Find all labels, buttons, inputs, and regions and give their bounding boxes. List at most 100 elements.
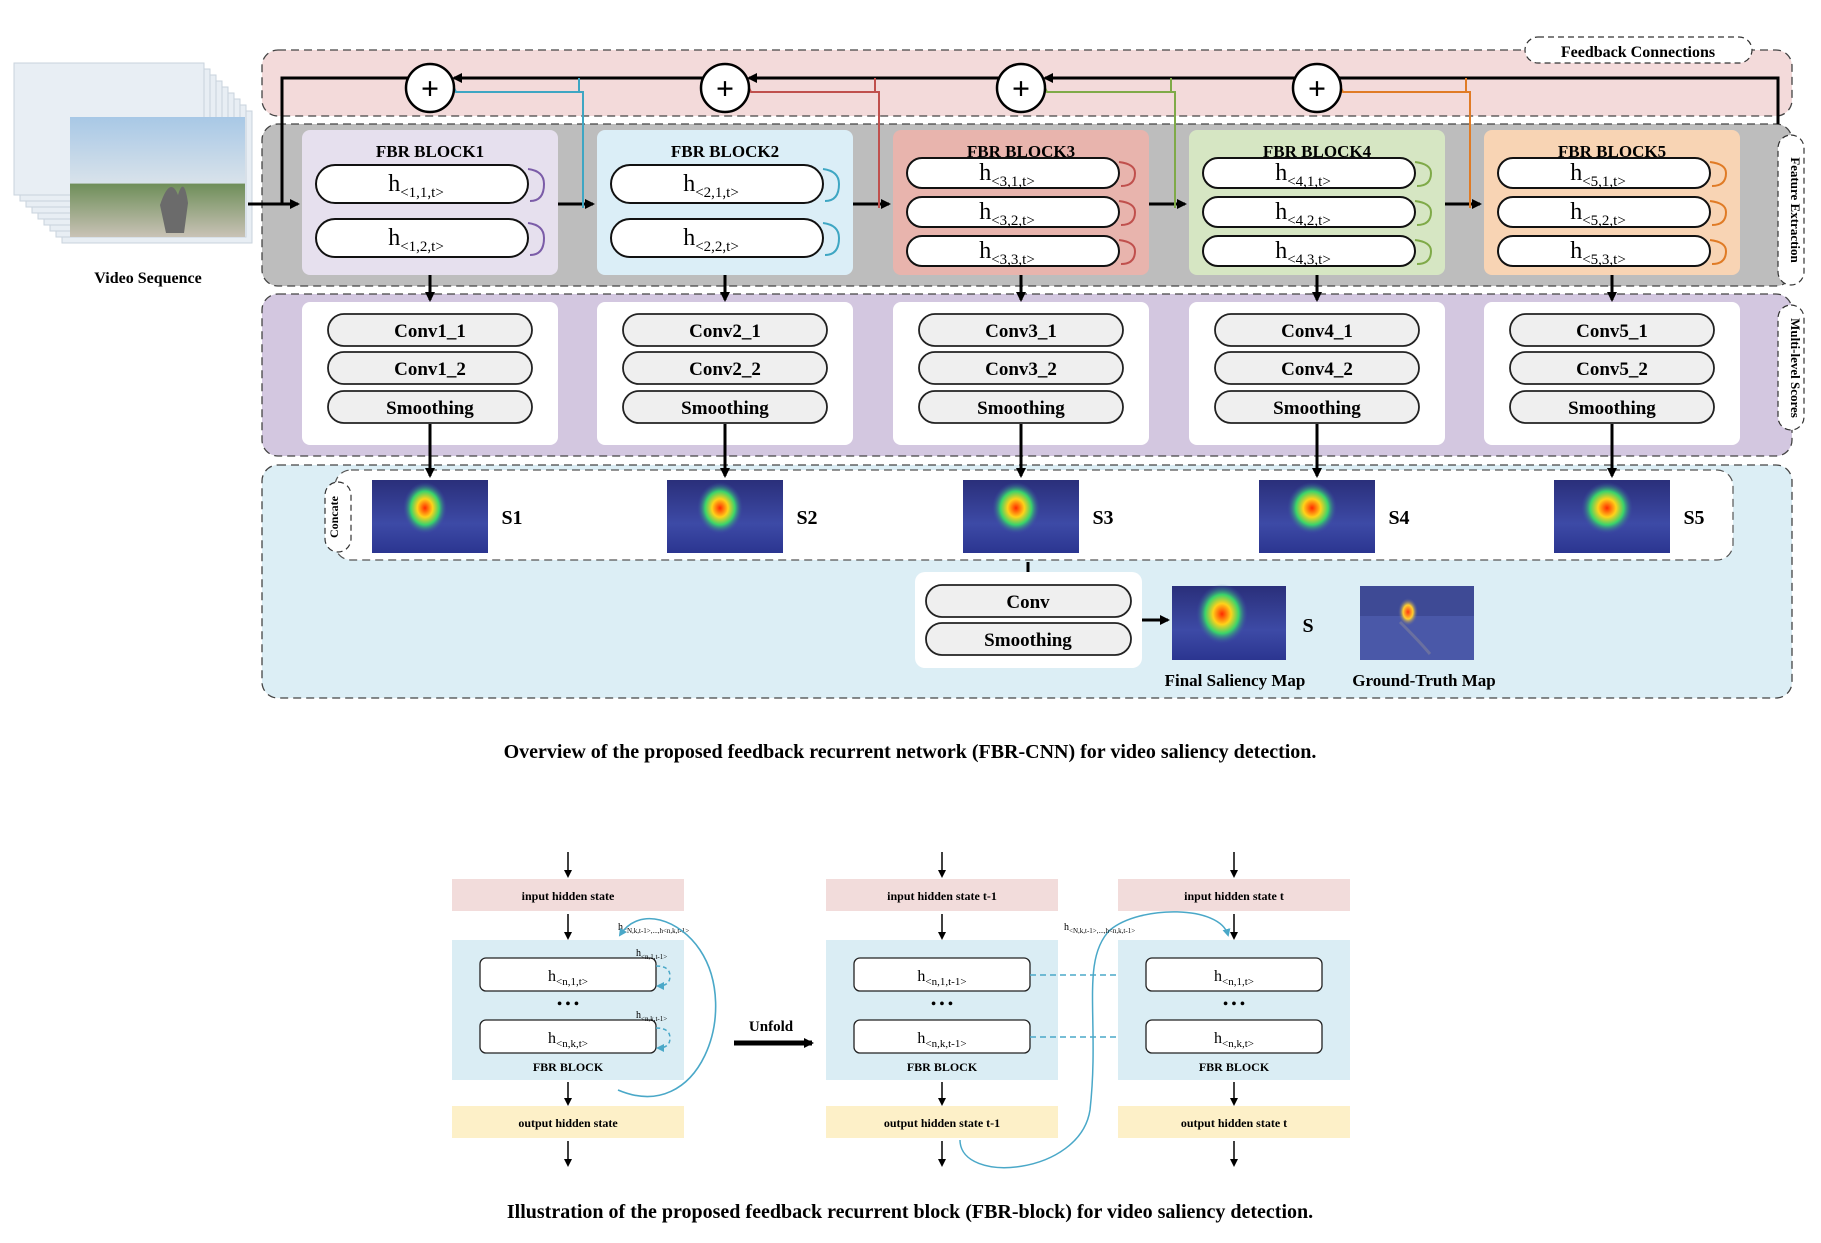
top-caption: Overview of the proposed feedback recurr… xyxy=(504,741,1317,763)
right-input-label: input hidden state t xyxy=(1184,889,1284,903)
score-map-label: S1 xyxy=(501,507,522,529)
score-op-label: Conv3_2 xyxy=(985,359,1057,380)
score-map-image xyxy=(1554,480,1670,553)
score-op-label: Conv1_1 xyxy=(394,321,466,342)
video-sequence-stack xyxy=(13,62,253,244)
mid-output-hidden-state xyxy=(826,1106,1058,1138)
final-saliency-map-label: Final Saliency Map xyxy=(1165,671,1306,690)
score-map-image xyxy=(667,480,783,553)
score-op-box xyxy=(1214,351,1420,385)
score-op-label: Conv5_2 xyxy=(1576,359,1648,380)
hidden-state-box xyxy=(610,164,824,204)
score-op-box xyxy=(1214,313,1420,347)
right-fbr-label: FBR BLOCK xyxy=(1199,1060,1270,1074)
score-op-box xyxy=(622,313,828,347)
bottom-caption: Illustration of the proposed feedback re… xyxy=(507,1201,1313,1223)
score-op-label: Smoothing xyxy=(681,398,769,419)
score-op-box xyxy=(1509,351,1715,385)
score-op-box xyxy=(327,313,533,347)
fbr-block-4: FBR BLOCK4h<4,1,t>h<4,2,t>h<4,3,t>Conv4_… xyxy=(1042,78,1482,553)
video-sequence-label: Video Sequence xyxy=(94,270,201,287)
fbr-block-2: FBR BLOCK2h<2,1,t>h<2,2,t>Conv2_1Conv2_2… xyxy=(451,78,891,553)
left-input-label: input hidden state xyxy=(522,889,615,903)
score-map-label: S5 xyxy=(1683,507,1704,529)
score-op-box xyxy=(622,351,828,385)
score-map-label: S3 xyxy=(1092,507,1113,529)
score-op-label: Smoothing xyxy=(1273,398,1361,419)
score-op-label: Smoothing xyxy=(977,398,1065,419)
mid-dots: • • • xyxy=(931,997,953,1012)
feature-extraction-tag xyxy=(1777,134,1805,286)
score-map-label: S2 xyxy=(796,507,817,529)
fbr-block-title: FBR BLOCK4 xyxy=(1263,142,1372,161)
score-op-label: Conv4_1 xyxy=(1281,321,1353,342)
hidden-state-box xyxy=(1202,235,1416,267)
score-map-label: S4 xyxy=(1388,507,1409,529)
score-op-box xyxy=(1509,313,1715,347)
feature-extraction-label: Feature Extraction xyxy=(1788,157,1803,263)
score-op-box xyxy=(918,351,1124,385)
hidden-state-box xyxy=(906,235,1120,267)
score-op-box xyxy=(1214,390,1420,424)
score-op-label: Conv1_2 xyxy=(394,359,466,380)
score-map-image xyxy=(372,480,488,553)
fbr-block-5: FBR BLOCK5h<5,1,t>h<5,2,t>h<5,3,t>Conv5_… xyxy=(1338,78,1740,553)
right-feedback-label: h<N,k,t-1>,...,h<n,k,t-1> xyxy=(1064,922,1135,935)
fbr-block-title: FBR BLOCK5 xyxy=(1558,142,1666,161)
feedback-connections-label: Feedback Connections xyxy=(1561,44,1715,61)
fuse-smoothing-box xyxy=(925,622,1132,656)
fbr-block-3: FBR BLOCK3h<3,1,t>h<3,2,t>h<3,3,t>Conv3_… xyxy=(746,78,1187,553)
hidden-state-box xyxy=(1497,196,1711,228)
hidden-state-box xyxy=(610,218,824,258)
mid-output-label: output hidden state t-1 xyxy=(884,1116,1000,1130)
plus-sign: + xyxy=(1012,70,1030,106)
final-saliency-map-image xyxy=(1172,584,1286,660)
mid-input-label: input hidden state t-1 xyxy=(887,889,997,903)
score-op-label: Smoothing xyxy=(1568,398,1656,419)
ground-truth-map-image xyxy=(1360,586,1474,660)
score-op-box xyxy=(327,351,533,385)
score-op-label: Conv5_1 xyxy=(1576,321,1648,342)
score-op-label: Conv2_2 xyxy=(689,359,761,380)
score-op-label: Conv4_2 xyxy=(1281,359,1353,380)
right-input-hidden-state xyxy=(1118,879,1350,911)
feedback-sum-node: + xyxy=(1291,62,1343,114)
multi-level-scores-tag xyxy=(1777,304,1805,431)
fbr-block-title: FBR BLOCK1 xyxy=(376,142,484,161)
hidden-state-box xyxy=(906,196,1120,228)
plus-sign: + xyxy=(1308,70,1326,106)
fbr-block-title: FBR BLOCK3 xyxy=(967,142,1075,161)
hidden-state-box xyxy=(315,218,529,258)
score-op-label: Conv3_1 xyxy=(985,321,1057,342)
unfold-label: Unfold xyxy=(749,1019,794,1035)
ground-truth-map-label: Ground-Truth Map xyxy=(1352,671,1495,690)
fbr-block-1: FBR BLOCK1h<1,1,t>h<1,2,t>Conv1_1Conv1_2… xyxy=(302,130,595,553)
right-output-label: output hidden state t xyxy=(1181,1116,1287,1130)
right-output-hidden-state xyxy=(1118,1106,1350,1138)
fbr-block-title: FBR BLOCK2 xyxy=(671,142,779,161)
feedback-sum-node: + xyxy=(404,62,456,114)
plus-sign: + xyxy=(421,70,439,106)
right-dots: • • • xyxy=(1223,997,1245,1012)
plus-sign: + xyxy=(716,70,734,106)
concate-label: Concate xyxy=(327,495,341,538)
left-input-hidden-state xyxy=(452,879,684,911)
score-op-label: Smoothing xyxy=(386,398,474,419)
hidden-state-box xyxy=(1497,235,1711,267)
mid-input-hidden-state xyxy=(826,879,1058,911)
left-dots: • • • xyxy=(557,997,579,1012)
score-op-label: Conv2_1 xyxy=(689,321,761,342)
concate-tag xyxy=(324,481,352,553)
score-op-box xyxy=(1509,390,1715,424)
hidden-state-label: h<4,2,t> xyxy=(1275,199,1331,229)
feedback-sum-node: + xyxy=(995,62,1047,114)
hidden-state-box xyxy=(906,157,1120,189)
left-fbr-label: FBR BLOCK xyxy=(533,1060,604,1074)
score-op-box xyxy=(327,390,533,424)
fuse-conv-box xyxy=(925,584,1132,618)
feedback-sum-node: + xyxy=(699,62,751,114)
fuse-smoothing-label: Smoothing xyxy=(984,630,1072,651)
mid-fbr-label: FBR BLOCK xyxy=(907,1060,978,1074)
fbr-illustration: input hidden state h<n,1,t> • • • h<n,k,… xyxy=(452,852,1350,1169)
score-op-box xyxy=(918,390,1124,424)
